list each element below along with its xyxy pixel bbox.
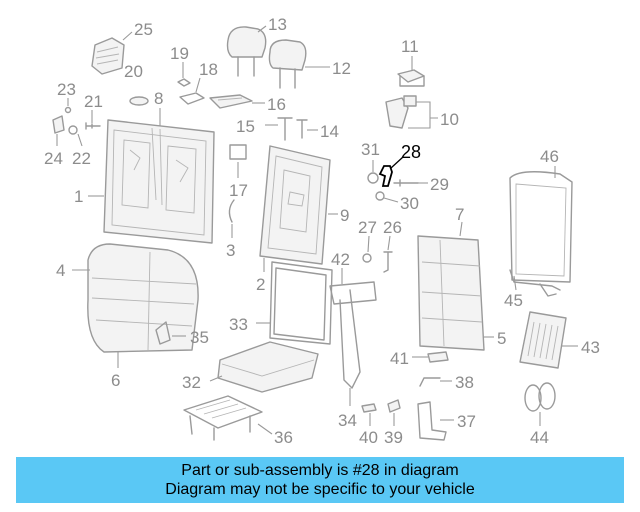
part-45-wire bbox=[509, 269, 561, 297]
part-27-washer bbox=[362, 253, 372, 263]
callout-20: 20 bbox=[124, 62, 143, 81]
callout-10: 10 bbox=[440, 110, 459, 129]
part-29-bolt bbox=[393, 179, 419, 187]
callout-31: 31 bbox=[361, 140, 380, 159]
callout-17: 17 bbox=[229, 181, 248, 200]
callout-28: 28 bbox=[401, 142, 421, 162]
part-23-bolt bbox=[64, 106, 72, 114]
part-13-headrest bbox=[226, 26, 267, 77]
part-3-clip bbox=[228, 199, 235, 223]
callout-33: 33 bbox=[229, 315, 248, 334]
callout-43: 43 bbox=[581, 338, 600, 357]
callout-41: 41 bbox=[390, 349, 409, 368]
part-10-latch bbox=[385, 95, 417, 129]
callout-5: 5 bbox=[497, 329, 506, 348]
part-14-guide bbox=[296, 119, 308, 139]
part-31-washer bbox=[367, 172, 379, 184]
part-33-frame bbox=[269, 261, 333, 345]
callout-11: 11 bbox=[401, 37, 419, 56]
part-22-nut bbox=[68, 125, 78, 135]
part-15-guide bbox=[277, 117, 293, 141]
part-42-frame bbox=[329, 281, 377, 389]
callout-13: 13 bbox=[268, 15, 287, 34]
callout-19: 19 bbox=[170, 44, 189, 63]
callout-44: 44 bbox=[530, 428, 549, 447]
part-24-cap bbox=[52, 115, 65, 134]
part-30-nut bbox=[375, 191, 385, 201]
callout-46: 46 bbox=[540, 147, 559, 166]
callout-26: 26 bbox=[383, 218, 402, 237]
callout-21: 21 bbox=[84, 92, 103, 111]
callout-35: 35 bbox=[190, 328, 209, 347]
part-41-pad bbox=[427, 351, 449, 363]
part-36-seat-frame bbox=[183, 395, 263, 441]
part-39-clip bbox=[387, 399, 401, 413]
info-banner: Part or sub-assembly is #28 in diagram D… bbox=[16, 457, 624, 503]
callout-12: 12 bbox=[332, 59, 351, 78]
part-5-seatback-cover bbox=[417, 235, 485, 351]
part-28-leader bbox=[390, 156, 404, 169]
callout-9: 9 bbox=[340, 206, 349, 225]
part-19-clip bbox=[177, 78, 191, 87]
callout-32: 32 bbox=[182, 373, 201, 392]
part-18-bracket bbox=[179, 92, 205, 105]
part-40-pad bbox=[361, 403, 377, 413]
callout-4: 4 bbox=[56, 261, 65, 280]
callout-27: 27 bbox=[358, 218, 377, 237]
part-20-cap bbox=[129, 96, 149, 106]
part-26-bolt bbox=[383, 251, 393, 273]
callout-18: 18 bbox=[199, 60, 218, 79]
part-4-cushion-cover bbox=[87, 243, 199, 353]
callout-25: 25 bbox=[134, 20, 153, 39]
part-25-bracket bbox=[91, 37, 125, 75]
callout-29: 29 bbox=[430, 175, 449, 194]
part-11-button bbox=[397, 69, 425, 87]
part-28-hook bbox=[378, 165, 393, 187]
callout-22: 22 bbox=[72, 149, 91, 168]
callout-36: 36 bbox=[274, 428, 293, 447]
part-21-screw bbox=[85, 122, 101, 130]
callout-38: 38 bbox=[455, 373, 474, 392]
callout-30: 30 bbox=[400, 194, 419, 213]
callout-45: 45 bbox=[504, 291, 523, 310]
callout-3: 3 bbox=[226, 241, 235, 260]
part-38-wire bbox=[419, 377, 441, 387]
callout-42: 42 bbox=[331, 250, 350, 269]
callout-15: 15 bbox=[236, 117, 255, 136]
callout-8: 8 bbox=[154, 89, 163, 108]
callout-39: 39 bbox=[384, 428, 403, 447]
info-banner-line-1: Part or sub-assembly is #28 in diagram bbox=[181, 462, 459, 479]
part-44-discs bbox=[524, 382, 556, 412]
part-1-seatback-frame bbox=[103, 119, 215, 244]
callout-7: 7 bbox=[455, 205, 464, 224]
part-46-pad bbox=[509, 171, 573, 283]
part-37-bracket bbox=[417, 401, 447, 441]
callout-24: 24 bbox=[44, 149, 63, 168]
callout-40: 40 bbox=[359, 428, 378, 447]
callout-37: 37 bbox=[457, 412, 476, 431]
callout-16: 16 bbox=[267, 95, 286, 114]
part-9-seatback bbox=[259, 145, 331, 265]
info-banner-line-2: Diagram may not be specific to your vehi… bbox=[165, 481, 475, 498]
callout-23: 23 bbox=[57, 80, 76, 99]
part-12-headrest bbox=[268, 39, 307, 89]
callout-34: 34 bbox=[338, 411, 357, 430]
part-17-pad bbox=[229, 144, 247, 160]
part-16-latch-cover bbox=[209, 94, 253, 109]
callout-14: 14 bbox=[320, 122, 339, 141]
parts-diagram: 25 13 12 19 20 18 11 23 8 21 16 10 15 14… bbox=[44, 15, 600, 447]
callout-2: 2 bbox=[256, 275, 265, 294]
part-43-heater-mat bbox=[519, 311, 567, 369]
part-35-bracket bbox=[155, 321, 171, 345]
callout-6: 6 bbox=[111, 371, 120, 390]
part-32-cushion bbox=[217, 341, 319, 393]
callout-1: 1 bbox=[74, 187, 83, 206]
